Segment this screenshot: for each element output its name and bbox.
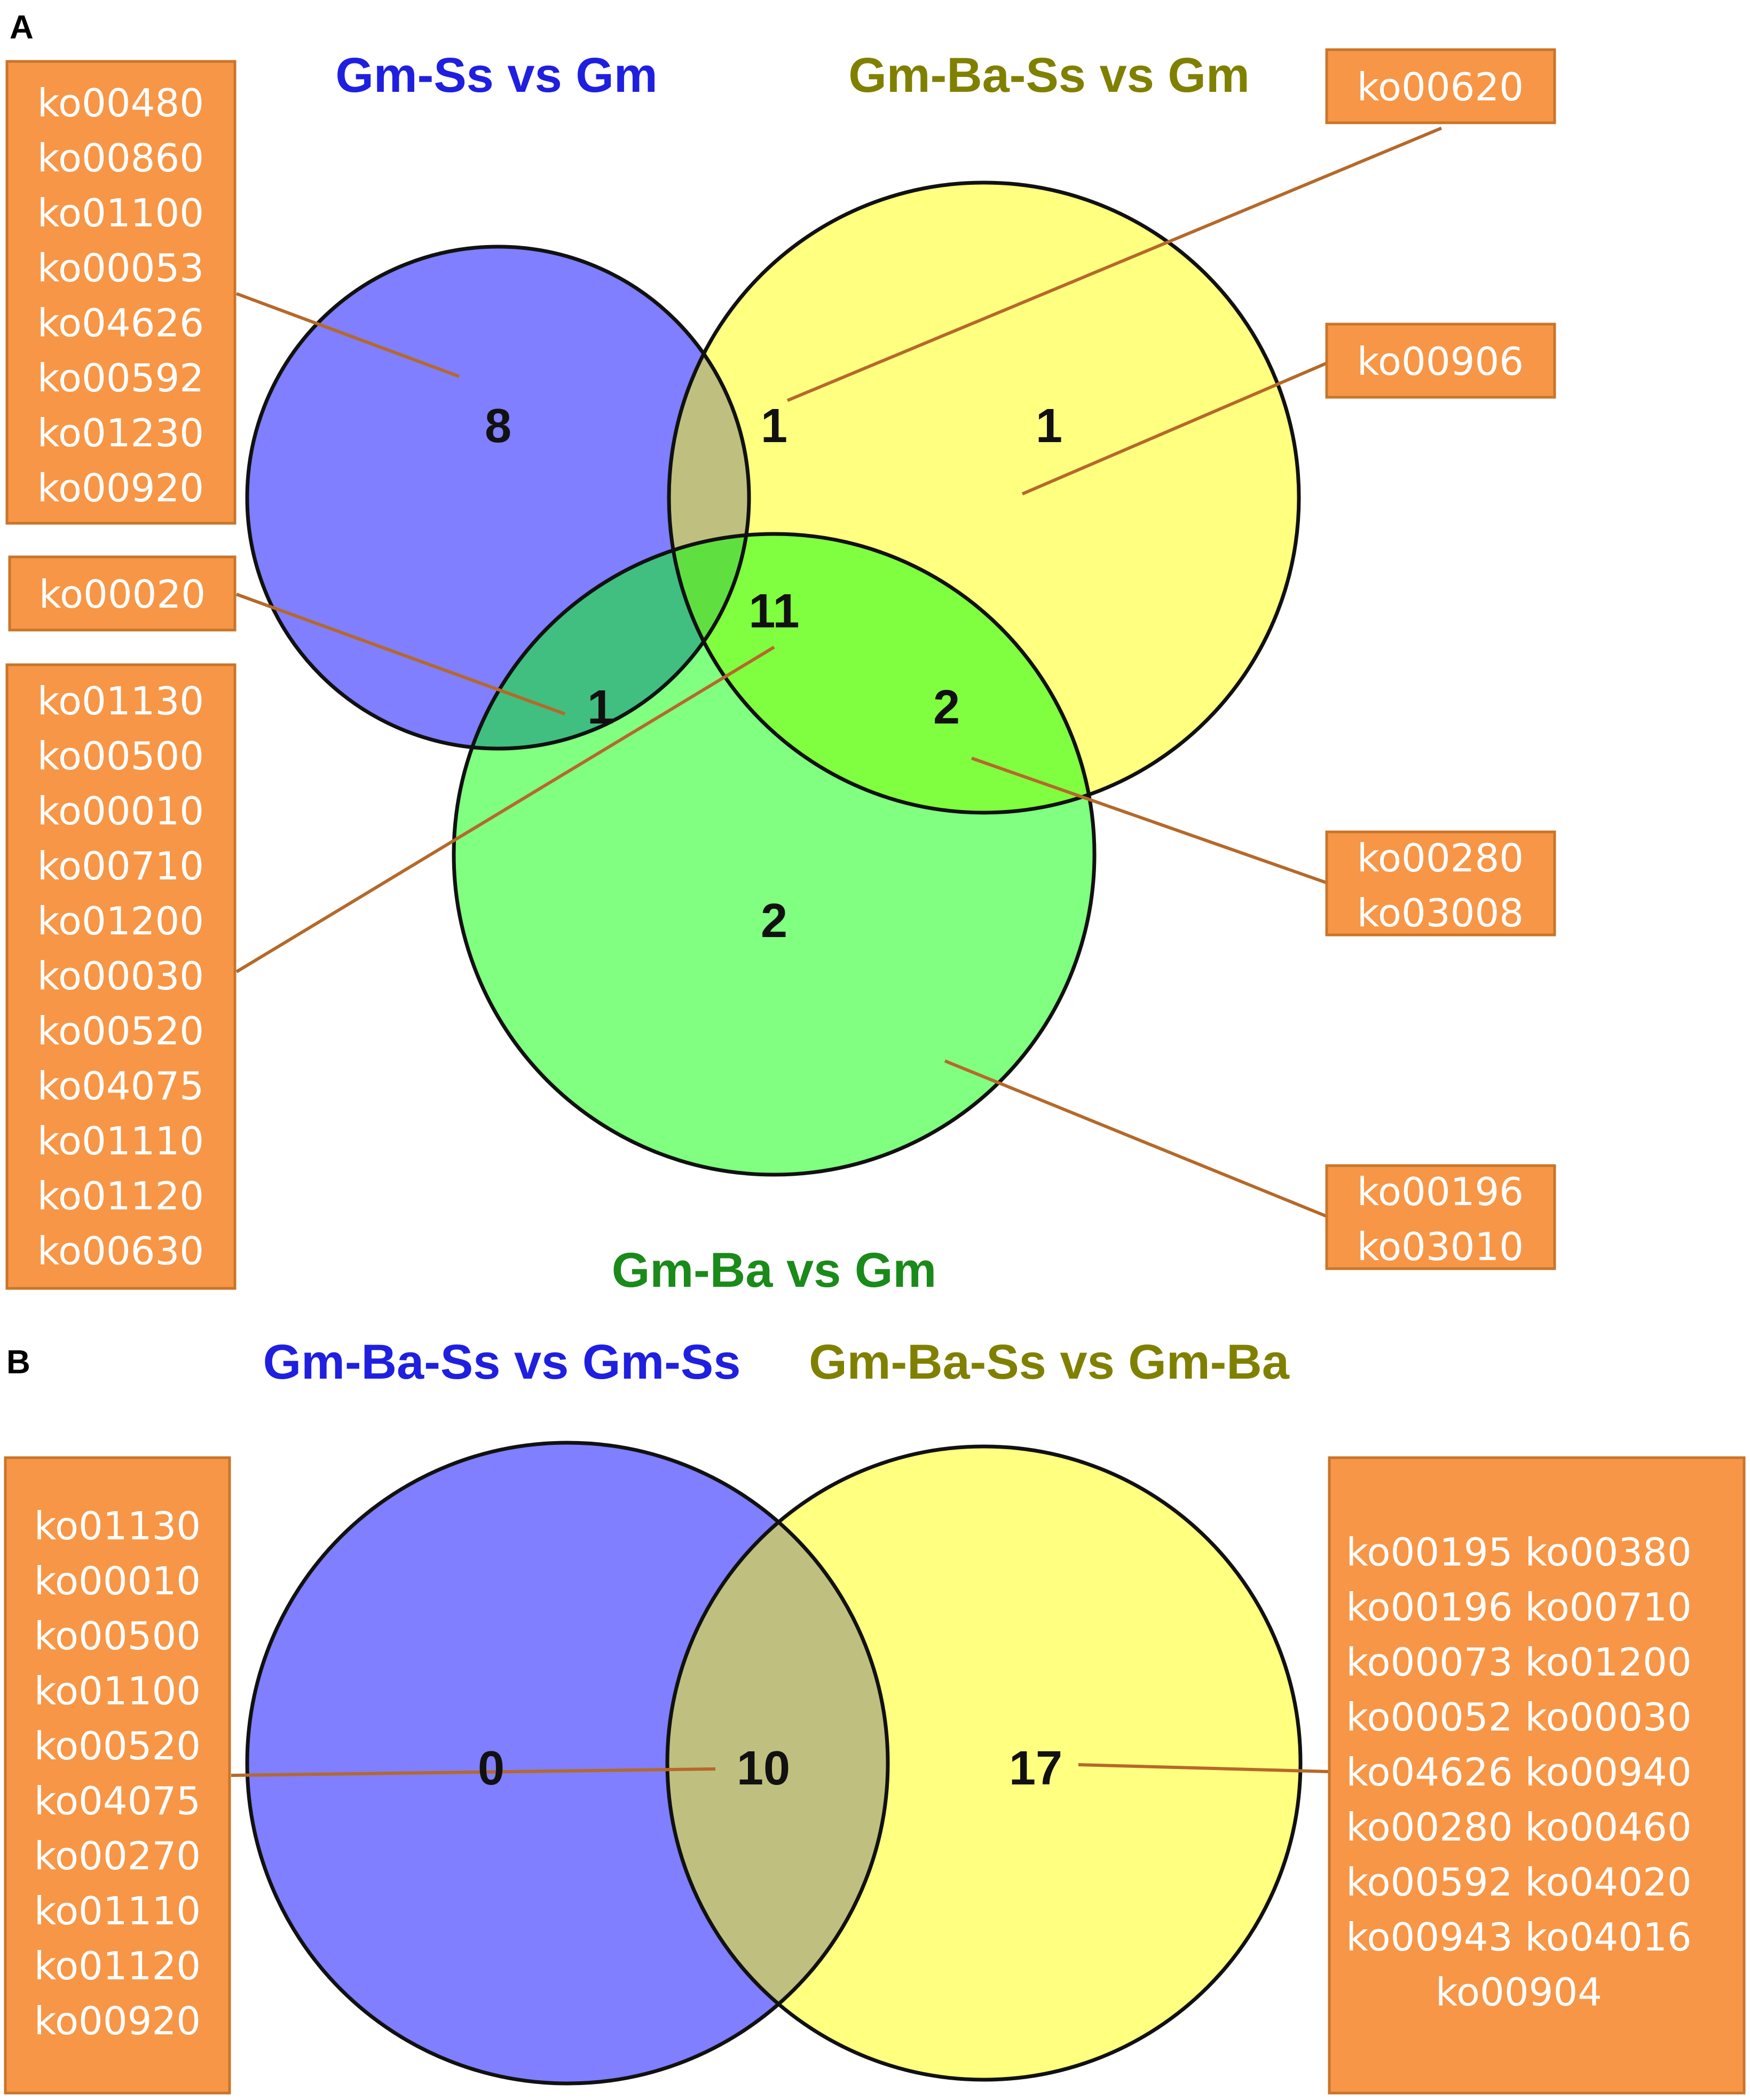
ko-label: ko00592 bbox=[37, 356, 204, 400]
ko-box-yellow-only: ko00906 bbox=[1325, 323, 1556, 399]
overlap-blue-green bbox=[454, 534, 749, 749]
ko-box-yellow-green: ko00280 ko03008 bbox=[1325, 830, 1556, 937]
overlap-b bbox=[667, 1446, 888, 2080]
set-title-gm-ba-ss-vs-gm-ss: Gm-Ba-Ss vs Gm-Ss bbox=[263, 1335, 741, 1389]
ko-label: ko04626 bbox=[37, 301, 204, 345]
ko-label: ko00906 bbox=[1357, 339, 1524, 384]
count-green-only: 2 bbox=[761, 894, 787, 948]
leader-blue-green bbox=[235, 593, 566, 715]
leader-overlap bbox=[231, 1767, 716, 1777]
ko-label: ko01110 bbox=[34, 1889, 201, 1933]
ko-label: ko00620 bbox=[1357, 65, 1524, 109]
ko-label: ko01100 bbox=[37, 191, 204, 235]
count-b-yellow-only: 17 bbox=[1009, 1742, 1062, 1795]
ko-box-blue-green: ko00020 bbox=[8, 555, 237, 632]
ko-label: ko00010 bbox=[37, 789, 204, 833]
ko-label: ko00480 bbox=[37, 81, 204, 125]
ko-label: ko00904 bbox=[1436, 1970, 1602, 2015]
ko-label: ko00270 bbox=[34, 1834, 201, 1878]
leader-green-only bbox=[944, 1059, 1330, 1219]
leader-yellow-only bbox=[1078, 1763, 1330, 1773]
overlap-yellow-green bbox=[669, 534, 1094, 813]
ko-label: ko00053 bbox=[37, 246, 204, 290]
leader-blue-yellow bbox=[786, 127, 1442, 402]
ko-label: ko01130 bbox=[34, 1504, 201, 1548]
panel-a: A Gm-Ss vs Gm Gm-Ba-Ss vs Gm Gm-Ba vs Gm bbox=[5, 9, 1556, 1297]
count-b-blue-only: 0 bbox=[478, 1742, 504, 1795]
ko-label: ko00860 bbox=[37, 136, 204, 180]
ko-label: ko03008 bbox=[1357, 891, 1524, 935]
ko-box-b-yellow-only: ko00195 ko00380 ko00196 ko00710 ko00073 … bbox=[1328, 1456, 1746, 2095]
ko-label: ko00196 bbox=[1357, 1169, 1524, 1214]
ko-label: ko01130 bbox=[37, 679, 204, 723]
ko-label: ko00920 bbox=[34, 1999, 201, 2043]
ko-label: ko01120 bbox=[34, 1944, 201, 1988]
ko-label: ko00520 bbox=[34, 1724, 201, 1768]
ko-label: ko00052 ko00030 bbox=[1346, 1695, 1691, 1740]
count-all-three: 11 bbox=[748, 585, 799, 638]
ko-label: ko00020 bbox=[39, 572, 206, 617]
ko-label: ko04075 bbox=[34, 1779, 201, 1823]
ko-label: ko00500 bbox=[34, 1614, 201, 1658]
ko-label: ko01230 bbox=[37, 411, 204, 455]
leader-lines-b bbox=[231, 1763, 1330, 1777]
ko-label: ko01120 bbox=[37, 1174, 204, 1218]
count-yellow-only: 1 bbox=[1036, 399, 1062, 453]
leader-yellow-only bbox=[1021, 360, 1330, 495]
set-title-gm-ss-vs-gm: Gm-Ss vs Gm bbox=[335, 48, 657, 103]
ko-label: ko00280 bbox=[1357, 836, 1524, 880]
ko-label: ko00710 bbox=[37, 844, 204, 888]
panel-a-letter: A bbox=[10, 9, 34, 46]
set-title-gm-ba-ss-vs-gm: Gm-Ba-Ss vs Gm bbox=[848, 48, 1250, 103]
leader-yellow-green bbox=[971, 757, 1330, 885]
ko-label: ko00630 bbox=[37, 1229, 204, 1273]
ko-label: ko00030 bbox=[37, 954, 204, 998]
panel-b: B Gm-Ba-Ss vs Gm-Ss Gm-Ba-Ss vs Gm-Ba 0 … bbox=[4, 1335, 1746, 2095]
ko-label: ko01110 bbox=[37, 1119, 204, 1163]
ko-label: ko04075 bbox=[37, 1064, 204, 1108]
panel-b-letter: B bbox=[6, 1344, 30, 1381]
ko-box-blue-only: ko00480 ko00860 ko01100 ko00053 ko04626 … bbox=[5, 60, 237, 525]
ko-label: ko00500 bbox=[37, 734, 204, 778]
leader-blue-only bbox=[235, 292, 460, 378]
count-blue-yellow: 1 bbox=[761, 399, 787, 453]
ko-label: ko00943 ko04016 bbox=[1346, 1915, 1691, 1960]
set-title-gm-ba-vs-gm: Gm-Ba vs Gm bbox=[612, 1243, 936, 1297]
count-blue-only: 8 bbox=[485, 399, 511, 453]
ko-box-blue-yellow: ko00620 bbox=[1325, 48, 1556, 124]
ko-label: ko04626 ko00940 bbox=[1346, 1750, 1691, 1795]
ko-label: ko00196 ko00710 bbox=[1346, 1585, 1691, 1630]
ko-label: ko01200 bbox=[37, 899, 204, 943]
ko-label: ko03010 bbox=[1357, 1224, 1524, 1269]
ko-label: ko00195 ko00380 bbox=[1346, 1530, 1691, 1575]
count-blue-green: 1 bbox=[587, 681, 614, 734]
ko-label: ko00592 ko04020 bbox=[1346, 1860, 1691, 1905]
count-yellow-green: 2 bbox=[933, 681, 960, 734]
set-title-gm-ba-ss-vs-gm-ba: Gm-Ba-Ss vs Gm-Ba bbox=[809, 1335, 1290, 1389]
ko-label: ko00010 bbox=[34, 1559, 201, 1603]
ko-box-green-only: ko00196 ko03010 bbox=[1325, 1164, 1556, 1270]
ko-label: ko00280 ko00460 bbox=[1346, 1805, 1691, 1850]
ko-box-all-three: ko01130 ko00500 ko00010 ko00710 ko01200 … bbox=[5, 663, 237, 1290]
ko-box-b-overlap: ko01130 ko00010 ko00500 ko01100 ko00520 … bbox=[4, 1456, 231, 2095]
count-b-overlap: 10 bbox=[737, 1742, 790, 1795]
ko-label: ko01100 bbox=[34, 1669, 201, 1713]
ko-label: ko00073 ko01200 bbox=[1346, 1640, 1691, 1685]
ko-label: ko00520 bbox=[37, 1009, 204, 1053]
leader-lines-a bbox=[235, 127, 1442, 1219]
leader-all-three bbox=[235, 646, 775, 973]
ko-label: ko00920 bbox=[37, 466, 204, 510]
